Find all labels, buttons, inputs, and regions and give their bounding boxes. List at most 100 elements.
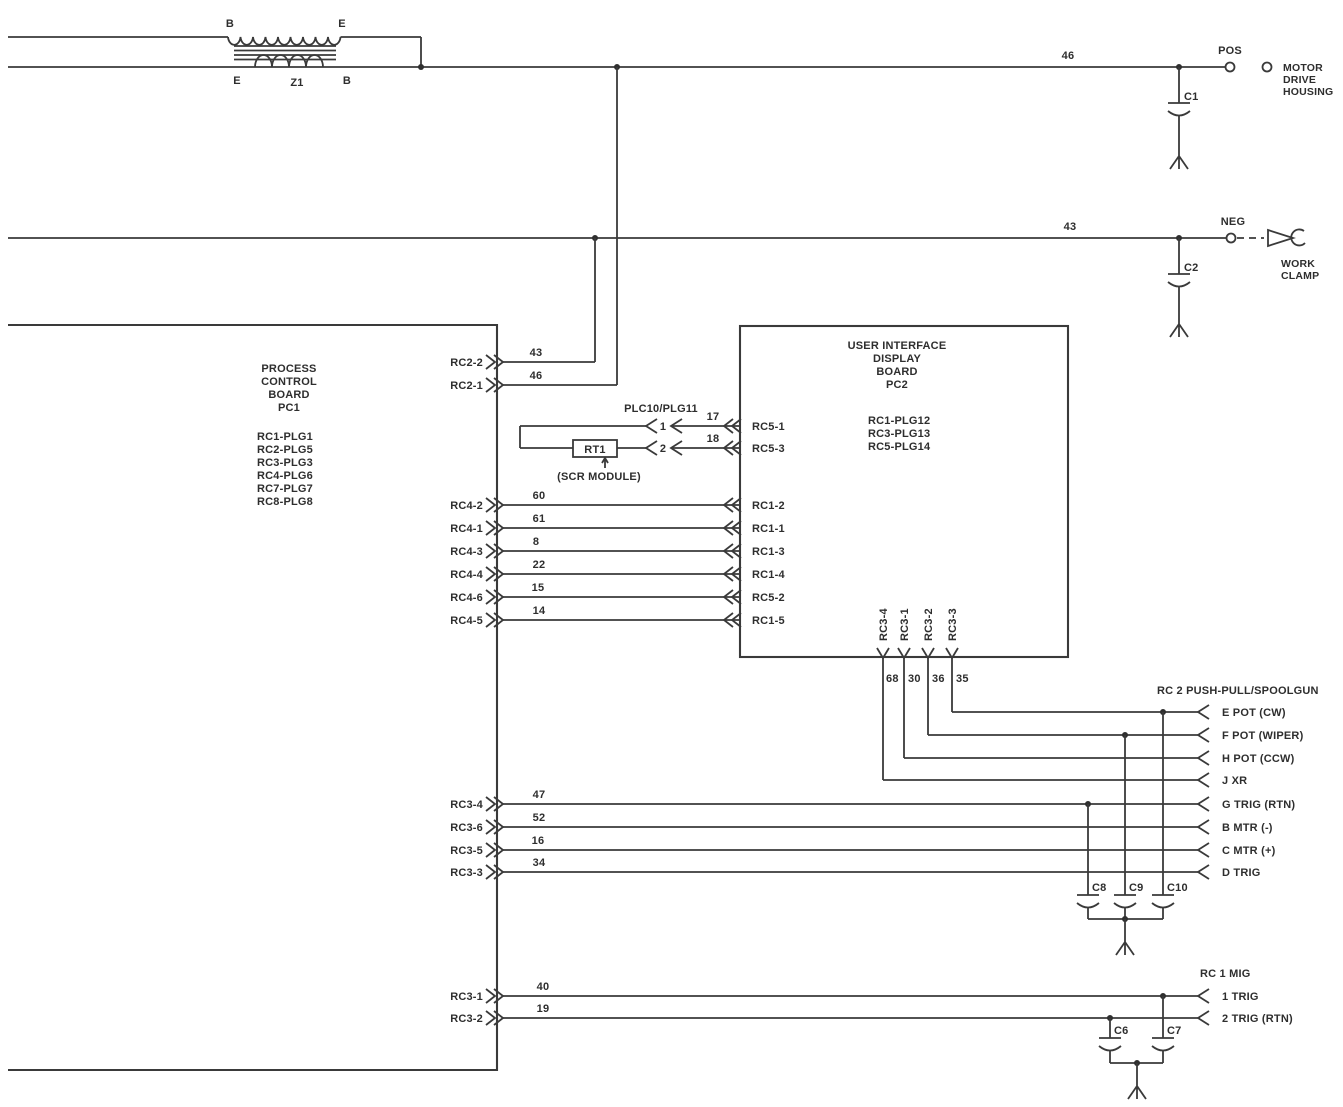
pos-wire-number: 46 [1062, 50, 1075, 62]
rc2-1-pin-label: RC2-1 [450, 380, 483, 392]
rt1-ref-label: RT1 [584, 444, 605, 456]
rc3-6-wire-number: 52 [533, 812, 546, 824]
rc4-4-pin-label: RC4-4 [450, 569, 483, 581]
rc4-1-pin-label: RC4-1 [450, 523, 483, 535]
connector-chevron-icon [1197, 727, 1210, 743]
pc2-pin-36-number: 36 [932, 673, 945, 685]
connector-chevron-icon [485, 819, 504, 835]
capacitor-c9-label: C9 [1129, 882, 1143, 894]
neg-wire-number: 43 [1064, 221, 1077, 233]
transformer-ref-label: Z1 [290, 77, 303, 89]
rc2-pin-j-xr: J XR [1222, 775, 1247, 787]
motor-housing-line1: MOTOR [1283, 62, 1323, 74]
connector-chevron-icon [1197, 750, 1210, 766]
rc3-1-pin-label: RC3-1 [450, 991, 483, 1003]
pc2-title-line2: DISPLAY [873, 353, 922, 365]
pc2-plug-2: RC3-PLG13 [868, 428, 930, 440]
rc3-rows: RC3-4 47 RC3-6 52 RC3-5 16 RC3-3 34 [450, 789, 1200, 880]
connector-chevron-icon [1197, 819, 1210, 835]
rc2-pin-f-pot: F POT (WIPER) [1222, 730, 1304, 742]
rc3-6-pin-label: RC3-6 [450, 822, 483, 834]
capacitor-c2-label: C2 [1184, 262, 1198, 274]
rc4-2-dest-label: RC1-2 [752, 500, 785, 512]
capacitor-c6-label: C6 [1114, 1025, 1128, 1037]
ground-icon [1115, 935, 1135, 956]
pc1-plug-1: RC1-PLG1 [257, 431, 313, 443]
rc4-2-pin-label: RC4-2 [450, 500, 483, 512]
capacitor-icon [1113, 894, 1137, 909]
connector-chevron-icon [485, 796, 504, 812]
ground-icon [1127, 1079, 1147, 1100]
capacitor-icon [1167, 273, 1191, 288]
rc3-5-pin-label: RC3-5 [450, 845, 483, 857]
rc4-5-pin-label: RC4-5 [450, 615, 483, 627]
pos-bus: 46 POS MOTOR DRIVE HOUSING C1 [8, 45, 1333, 170]
rc2-connector: RC 2 PUSH-PULL/SPOOLGUN E POT (CW) F POT… [1157, 685, 1319, 880]
rc4-4-wire-number: 22 [533, 559, 546, 571]
pc2-pin-68-number: 68 [886, 673, 899, 685]
capacitor-icon [1098, 1037, 1122, 1052]
pc1-board-edge [8, 323, 499, 1072]
connector-chevron-icon [485, 1010, 504, 1026]
scr-pin1-label: 1 [660, 421, 666, 433]
rc3-5-wire-number: 16 [532, 835, 545, 847]
pc1-plug-2: RC2-PLG5 [257, 444, 313, 456]
pc2-board: USER INTERFACE DISPLAY BOARD PC2 RC1-PLG… [738, 324, 1070, 659]
rc4-6-dest-label: RC5-2 [752, 592, 785, 604]
rc4-6-wire-number: 15 [532, 582, 545, 594]
pc2-title-line4: PC2 [886, 379, 908, 391]
capacitor-icon [1151, 1037, 1175, 1052]
rc2-pin-h-pot: H POT (CCW) [1222, 753, 1295, 765]
pos-terminal-icon [1224, 61, 1236, 73]
pc2-plug-3: RC5-PLG14 [868, 441, 931, 453]
scr-wire2-number: 18 [707, 433, 720, 445]
note-arrow-icon [601, 456, 609, 468]
rc2-pin-g-trig: G TRIG (RTN) [1222, 799, 1295, 811]
junction-dot [418, 64, 424, 70]
connector-chevron-icon [485, 497, 504, 513]
pc2-pin-30-number: 30 [908, 673, 921, 685]
pc2-title-line3: BOARD [876, 366, 917, 378]
transformer-z1: B E E Z1 B [8, 18, 422, 89]
rc1-pin-2-trig: 2 TRIG (RTN) [1222, 1013, 1293, 1025]
pc1-plug-3: RC3-PLG3 [257, 457, 313, 469]
neg-terminal-label: NEG [1221, 216, 1245, 228]
pc2-title-line1: USER INTERFACE [848, 340, 947, 352]
connector-chevron-icon [1197, 704, 1210, 720]
connector-chevron-icon [485, 988, 504, 1004]
pc1-title-line3: BOARD [268, 389, 309, 401]
rc4-5-wire-number: 14 [533, 605, 546, 617]
rc1-rows: RC3-1 40 RC3-2 19 [450, 981, 1200, 1026]
transformer-bottom-left-label: E [233, 75, 241, 87]
connector-chevron-icon [485, 543, 504, 559]
connector-chevron-icon [485, 354, 504, 370]
pc1-plug-6: RC8-PLG8 [257, 496, 313, 508]
rc4-4-dest-label: RC1-4 [752, 569, 785, 581]
connector-chevron-icon [1197, 842, 1210, 858]
rc3-4-pin-label: RC3-4 [450, 799, 483, 811]
connector-chevron-icon [1197, 988, 1210, 1004]
capacitor-c7-label: C7 [1167, 1025, 1181, 1037]
connector-chevron-icon [485, 842, 504, 858]
rc4-3-pin-label: RC4-3 [450, 546, 483, 558]
rc1-filter-caps: C6 C7 [1098, 993, 1181, 1100]
ground-icon [1169, 317, 1189, 338]
transformer-top-right-label: E [338, 18, 346, 30]
rc2-pin-d-trig: D TRIG [1222, 867, 1260, 879]
pc1-plug-4: RC4-PLG6 [257, 470, 313, 482]
rc3-1-wire-number: 40 [537, 981, 550, 993]
connector-chevron-icon [485, 377, 504, 393]
rc3-3-pin-label: RC3-3 [450, 867, 483, 879]
rc2-connector-title: RC 2 PUSH-PULL/SPOOLGUN [1157, 685, 1319, 697]
capacitor-c1: C1 [1167, 67, 1198, 170]
rc3-4-wire-number: 47 [533, 789, 546, 801]
rc1-connector-title: RC 1 MIG [1200, 968, 1251, 980]
connector-chevron-icon [1197, 864, 1210, 880]
scr-dest2-label: RC5-3 [752, 443, 785, 455]
capacitor-icon [1167, 102, 1191, 117]
pc2-pin-rc3-2-label: RC3-2 [923, 608, 935, 641]
transformer-bottom-right-label: B [343, 75, 351, 87]
rc3-2-pin-label: RC3-2 [450, 1013, 483, 1025]
